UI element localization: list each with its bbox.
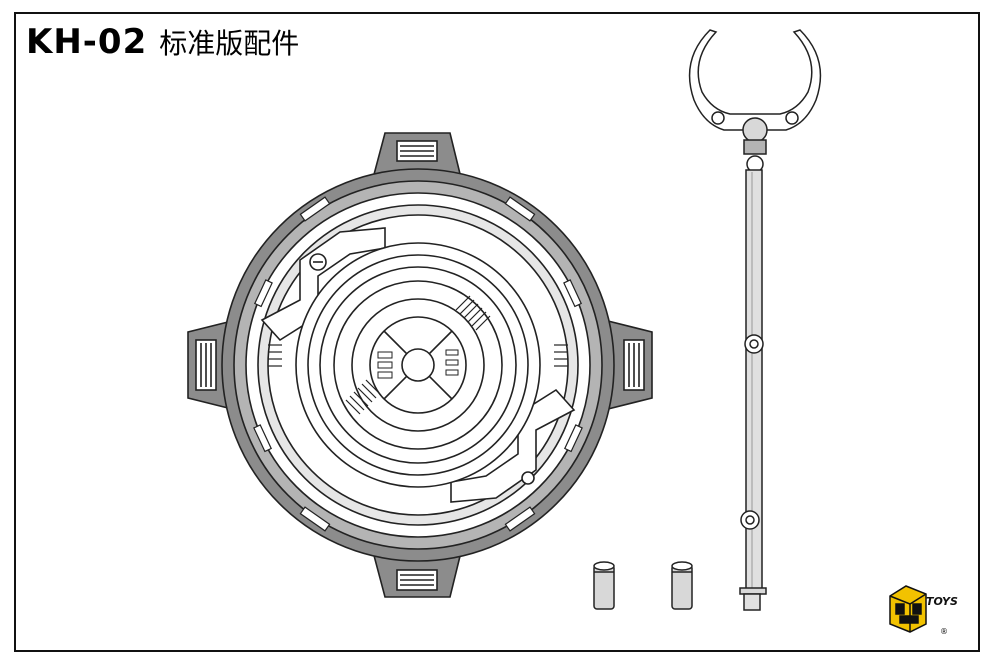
title-block: KH-02 标准版配件 — [26, 22, 299, 62]
logo-brand-text: TOYS — [926, 595, 958, 608]
peg-left — [593, 561, 615, 610]
peg-right — [671, 561, 693, 610]
logo-mark — [889, 585, 927, 633]
brand-logo: TOYS ® — [889, 585, 958, 636]
product-subtitle: 标准版配件 — [159, 27, 300, 60]
support-arm — [688, 29, 822, 611]
registered-mark: ® — [940, 627, 948, 636]
product-code: KH-02 — [26, 22, 148, 62]
round-base — [187, 132, 653, 598]
